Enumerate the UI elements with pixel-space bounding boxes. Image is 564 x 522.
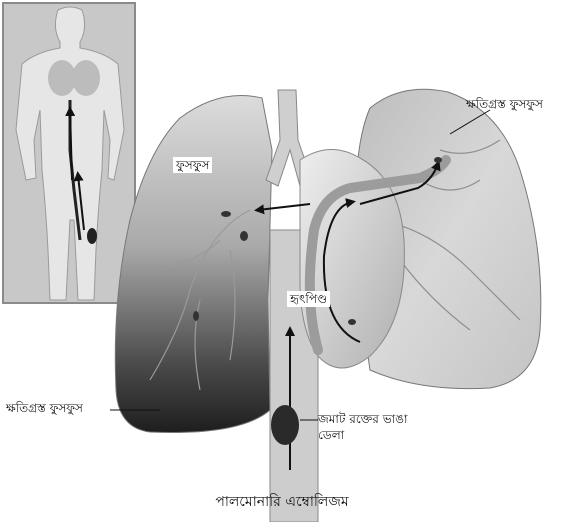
- label-damaged-lung-top: ক্ষতিগ্রস্ত ফুসফুস: [466, 97, 543, 111]
- inset-clot: [87, 228, 97, 244]
- left-lung: [115, 96, 272, 433]
- clot-left-2: [240, 231, 248, 241]
- clot-heart: [348, 319, 356, 325]
- clot-main: [271, 405, 299, 445]
- label-lung: ফুসফুস: [173, 157, 212, 173]
- body-inset: [3, 3, 135, 303]
- inset-left-lung: [48, 60, 76, 96]
- clot-left-3: [193, 311, 199, 321]
- clot-right-1: [434, 157, 442, 163]
- label-clot: জমাট রক্তের ভাঙা ডেলা: [318, 411, 418, 443]
- clot-left-1: [221, 211, 231, 217]
- label-damaged-lung-bottom: ক্ষতিগ্রস্ত ফুসফুস: [6, 401, 83, 415]
- label-heart: হৃৎপিণ্ড: [287, 291, 330, 307]
- inset-right-lung: [72, 60, 100, 96]
- diagram-title: পালমোনারি এম্বোলিজম: [0, 495, 564, 509]
